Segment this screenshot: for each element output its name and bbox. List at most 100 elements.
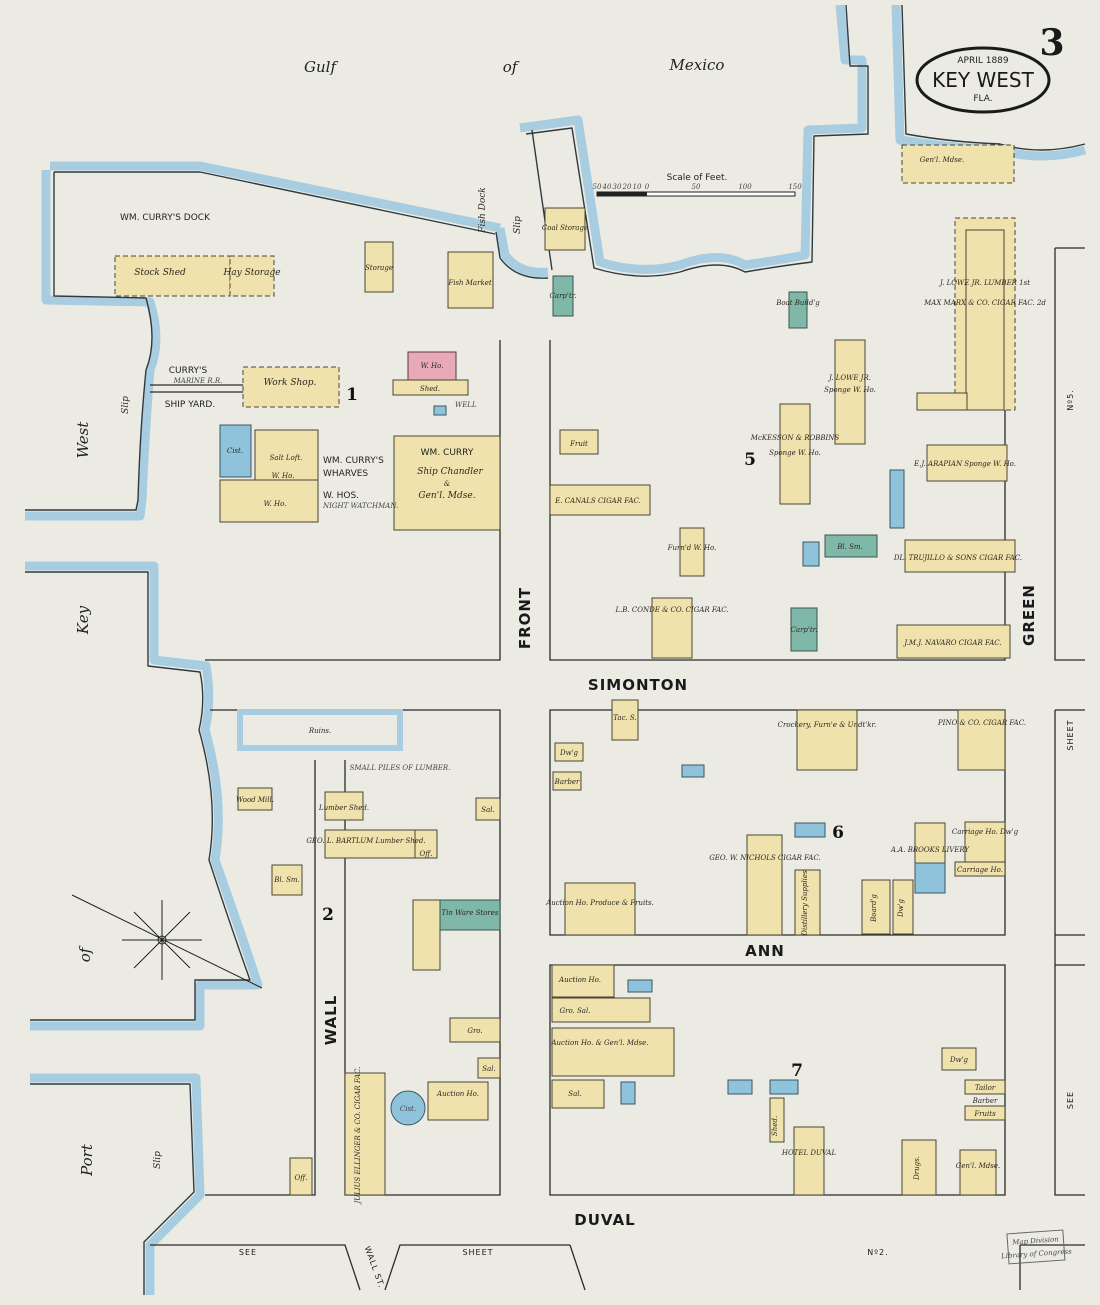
cistern	[620, 1081, 636, 1105]
sheet-no-label: Nº2.	[867, 1248, 888, 1257]
building	[344, 1072, 386, 1196]
cistern	[769, 1079, 799, 1095]
building-label: Tailor	[975, 1084, 996, 1092]
building-label: J.M.J. NAVARO CIGAR FAC.	[902, 639, 1001, 647]
building-label: E. CANALS CIGAR FAC.	[554, 497, 641, 505]
building-label: Distillery Supplies	[801, 870, 809, 937]
building	[237, 787, 273, 811]
scale-tick: 10	[633, 183, 642, 191]
building	[427, 1081, 489, 1121]
building-label: Work Shop.	[264, 378, 317, 388]
building-label: Auction Ho. Produce & Fruits.	[545, 899, 654, 907]
ruins	[237, 709, 403, 751]
building-label: Off.	[295, 1174, 308, 1182]
building	[679, 527, 705, 577]
building	[475, 797, 501, 821]
building-label: Sponge W. Ho.	[769, 449, 821, 457]
sheet-number: 3	[1039, 22, 1064, 64]
compass-rose-icon	[71, 894, 263, 989]
building	[901, 144, 1015, 184]
building-label: Barber	[972, 1097, 998, 1105]
building	[794, 869, 821, 936]
building-label: Gro.	[467, 1027, 482, 1035]
scale-tick: 50	[593, 183, 602, 191]
building-label: Carp'tr.	[550, 292, 577, 300]
gulf-label: Gulf	[304, 58, 338, 76]
building-label: Fruit	[569, 440, 588, 448]
building-label: Lumber Shed.	[318, 804, 369, 812]
scale-tick: 50	[692, 183, 701, 191]
gulf-label: Mexico	[669, 56, 725, 74]
building-label: Dw'g	[559, 749, 579, 757]
site-labels: WM. CURRY'S DOCK CURRY'S SHIP YARD. MARI…	[120, 213, 477, 772]
building	[746, 834, 783, 936]
building	[904, 539, 1016, 573]
building	[554, 742, 584, 762]
stamp-text: Library of Congress	[1000, 1247, 1072, 1260]
building-label: Cist.	[400, 1105, 416, 1113]
scale-tick: 40	[602, 183, 612, 191]
building-label: Auction Ho. & Gen'l. Mdse.	[550, 1039, 648, 1047]
building-label: DL. TRUJILLO & SONS CIGAR FAC.	[893, 554, 1022, 562]
building-label: Carriage Ho.	[957, 866, 1003, 874]
building-label: Board'g	[870, 894, 878, 923]
building	[449, 1017, 501, 1043]
block-numbers: 1 2 5 6 7	[322, 385, 844, 1081]
building	[393, 435, 501, 531]
building	[901, 1139, 937, 1196]
west-slip-label: Slip	[121, 396, 131, 414]
building	[964, 1105, 1006, 1121]
building	[324, 791, 364, 821]
building-label: GEO. L. BARTLUM Lumber Shed.	[306, 837, 425, 845]
building-label: Gen'l. Mdse.	[920, 156, 964, 164]
cistern	[802, 541, 820, 567]
building-label: PINO & CO. CIGAR FAC.	[937, 719, 1026, 727]
street-front: FRONT	[516, 587, 534, 649]
scale-tick: 30	[613, 183, 622, 191]
buildings: Stock Shed Hay Storage Storage Fish Mark…	[114, 144, 1046, 1206]
building-label: Sal.	[482, 1065, 495, 1073]
building	[916, 392, 968, 411]
building-label: Dw'g	[949, 1056, 969, 1064]
building	[779, 403, 811, 505]
building	[551, 964, 615, 998]
building-label: Shed.	[771, 1116, 779, 1136]
building	[896, 624, 1011, 659]
building-label: Gen'l. Mdse.	[956, 1162, 1000, 1170]
building	[559, 429, 599, 455]
building	[219, 479, 319, 523]
building	[414, 829, 438, 859]
building-label: HOTEL DUVAL	[781, 1149, 837, 1157]
see-label: SEE	[239, 1248, 257, 1257]
curry-dock-label: WM. CURRY'S DOCK	[120, 213, 211, 223]
block-number: 5	[744, 450, 756, 470]
cistern	[727, 1079, 753, 1095]
marine-railway-label: MARINE R.R.	[173, 377, 223, 385]
building	[914, 822, 946, 864]
building-label: Fish Market	[447, 279, 491, 287]
block-number: 6	[832, 823, 844, 843]
building	[941, 1047, 977, 1071]
building	[959, 1149, 997, 1196]
building-label: Furn'd W. Ho.	[667, 544, 717, 552]
street-wall: WALL	[322, 995, 340, 1046]
building-label: WM. CURRY	[421, 448, 474, 458]
building	[892, 879, 914, 935]
building	[551, 1079, 605, 1109]
building-label: W. Ho.	[421, 362, 444, 370]
building-label: Ship Chandler	[417, 467, 483, 477]
building-label: Auction Ho.	[436, 1090, 479, 1098]
street-ann: ANN	[745, 942, 785, 960]
building	[364, 241, 394, 293]
building-label: Fruits	[973, 1110, 996, 1118]
well	[433, 405, 447, 416]
building-label: Hay Storage	[222, 268, 280, 278]
wharves-label: W. HOS.	[323, 491, 359, 501]
building	[769, 1097, 785, 1143]
library-stamp: Map Division Library of Congress	[1000, 1229, 1072, 1265]
building	[964, 1079, 1006, 1095]
building	[834, 339, 866, 445]
building-label: Storage	[365, 264, 393, 272]
well-label: WELL	[455, 401, 477, 409]
